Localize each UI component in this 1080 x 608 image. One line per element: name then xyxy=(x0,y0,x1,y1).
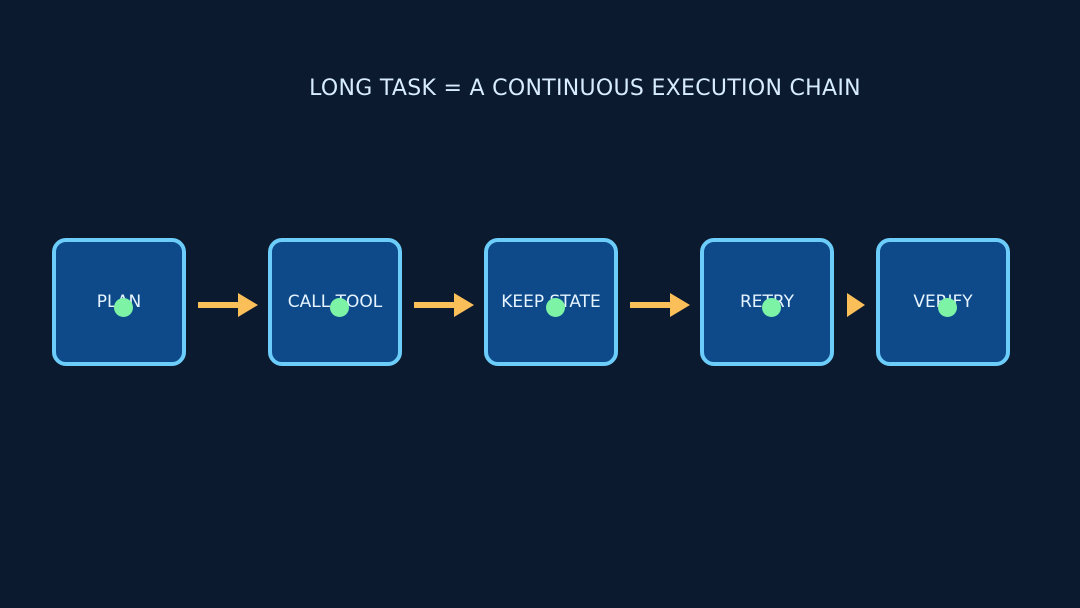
step-dot xyxy=(938,298,957,317)
arrow-right-icon xyxy=(630,293,690,317)
step-node-verify: VERIFY xyxy=(876,238,1010,366)
step-dot xyxy=(330,298,349,317)
step-node-call-tool: CALL TOOL xyxy=(268,238,402,366)
step-node-plan: PLAN xyxy=(52,238,186,366)
step-dot xyxy=(762,298,781,317)
diagram-title: LONG TASK = A CONTINUOUS EXECUTION CHAIN xyxy=(309,76,861,101)
arrow-right-icon xyxy=(198,293,258,317)
step-dot xyxy=(114,298,133,317)
arrow-right-icon xyxy=(414,293,474,317)
step-dot xyxy=(546,298,565,317)
step-node-retry: RETRY xyxy=(700,238,834,366)
step-node-keep-state: KEEP STATE xyxy=(484,238,618,366)
title-area: LONG TASK = A CONTINUOUS EXECUTION CHAIN xyxy=(0,0,1080,140)
arrow-right-icon xyxy=(847,293,865,317)
